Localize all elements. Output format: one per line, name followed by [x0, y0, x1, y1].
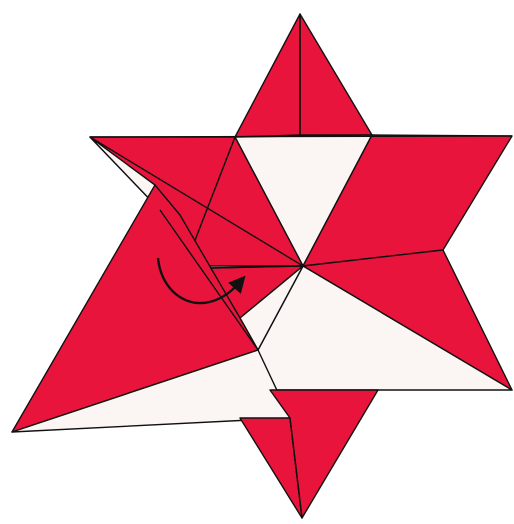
top-point-right-half — [300, 14, 372, 135]
top-point-left-half — [235, 14, 300, 137]
